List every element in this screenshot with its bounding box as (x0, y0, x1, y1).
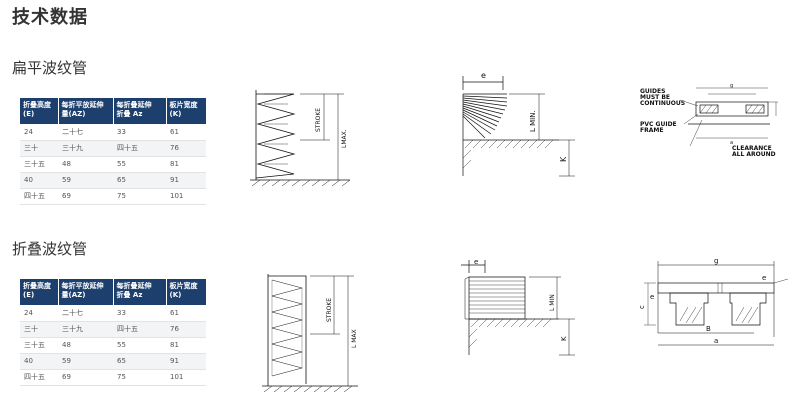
lmax-label: L MAX (351, 329, 358, 348)
table-cell: 101 (166, 188, 206, 205)
table-cell: 三十九 (58, 140, 113, 157)
a-label: a (714, 337, 718, 345)
table-row: 三十 三十九 四十五 76 (20, 321, 206, 338)
table-cell: 三十九 (58, 321, 113, 338)
table-cell: 40 (20, 353, 58, 370)
table-cell: 二十七 (58, 124, 113, 141)
spec-table-flat-bellows: 折叠高度 (E) 每折平放延伸 量(AZ) 每折叠延伸 折叠 Az 板片宽度 (… (20, 98, 207, 205)
e-side-label: e (650, 293, 654, 301)
table-cell: 四十五 (113, 321, 166, 338)
b-label: B (706, 325, 711, 333)
table-cell: 76 (166, 321, 206, 338)
stroke-label: STROKE (315, 108, 322, 132)
column-header: 板片宽度 (K) (166, 279, 207, 305)
table-cell: 33 (113, 124, 166, 141)
column-header: 每折平放延伸 量(AZ) (58, 279, 114, 305)
folded-bellows-stroke-diagram: STROKE L MAX (262, 274, 358, 393)
e-label: e (481, 71, 486, 80)
table-cell: 91 (166, 172, 206, 189)
table-cell: 75 (113, 369, 166, 386)
folded-bellows-frame-diagram: g e c e B a (638, 257, 789, 346)
table-cell: 61 (166, 124, 206, 141)
k-label: K (559, 156, 568, 162)
k-label: K (560, 336, 568, 341)
e-label: e (474, 258, 478, 266)
table-cell: 二十七 (58, 305, 113, 322)
table-cell: 三十五 (20, 337, 58, 354)
c-label: c (638, 305, 646, 309)
folded-bellows-compressed-diagram: e L MIN K (461, 258, 575, 356)
section-title-folded-bellows: 折叠波纹管 (12, 240, 88, 258)
column-header: 折叠高度 (E) (20, 279, 59, 305)
table-cell: 101 (166, 369, 206, 386)
column-header: 板片宽度 (K) (166, 98, 207, 124)
g-label: g (730, 83, 733, 89)
table-header-row: 折叠高度 (E) 每折平放延伸 量(AZ) 每折叠延伸 折叠 Az 板片宽度 (… (20, 279, 207, 305)
table-cell: 65 (113, 353, 166, 370)
table-cell: 三十 (20, 321, 58, 338)
table-cell: 69 (58, 188, 113, 205)
table-cell: 40 (20, 172, 58, 189)
table-row: 40 59 65 91 (20, 353, 206, 370)
column-header: 每折平放延伸 量(AZ) (58, 98, 114, 124)
table-cell: 65 (113, 172, 166, 189)
table-header-row: 折叠高度 (E) 每折平放延伸 量(AZ) 每折叠延伸 折叠 Az 板片宽度 (… (20, 98, 207, 124)
table-cell: 四十五 (20, 369, 58, 386)
table-cell: 81 (166, 337, 206, 354)
table-cell: 48 (58, 156, 113, 173)
table-cell: 三十 (20, 140, 58, 157)
page-title: 技术数据 (12, 7, 88, 28)
table-cell: 75 (113, 188, 166, 205)
table-cell: 59 (58, 353, 113, 370)
table-cell: 55 (113, 156, 166, 173)
table-row: 三十五 48 55 81 (20, 156, 206, 173)
table-row: 四十五 69 75 101 (20, 369, 206, 386)
flat-bellows-stroke-diagram: STROKE LMAX. (250, 90, 351, 187)
table-cell: 55 (113, 337, 166, 354)
table-cell: 三十五 (20, 156, 58, 173)
table-cell: 33 (113, 305, 166, 322)
table-cell: 61 (166, 305, 206, 322)
table-cell: 24 (20, 305, 58, 322)
table-cell: 48 (58, 337, 113, 354)
table-cell: 81 (166, 156, 206, 173)
lmax-label: LMAX. (341, 129, 348, 148)
column-header: 每折叠延伸 折叠 Az (113, 279, 167, 305)
table-cell: 91 (166, 353, 206, 370)
flat-bellows-compressed-diagram: e L MIN. K (462, 71, 575, 177)
lmin-label: L MIN. (529, 110, 537, 132)
table-cell: 四十五 (113, 140, 166, 157)
table-cell: 59 (58, 172, 113, 189)
table-cell: 76 (166, 140, 206, 157)
table-row: 24 二十七 33 61 (20, 305, 206, 322)
g-label: g (714, 257, 718, 265)
table-cell: 69 (58, 369, 113, 386)
section-title-flat-bellows: 扁平波纹管 (12, 59, 88, 77)
lmin-label: L MIN (549, 294, 556, 311)
column-header: 折叠高度 (E) (20, 98, 59, 124)
column-header: 每折叠延伸 折叠 Az (113, 98, 167, 124)
e-top-label: e (762, 274, 766, 282)
table-cell: 四十五 (20, 188, 58, 205)
table-row: 三十五 48 55 81 (20, 337, 206, 354)
stroke-label: STROKE (326, 298, 333, 322)
table-row: 三十 三十九 四十五 76 (20, 140, 206, 157)
a-label: a (730, 140, 733, 146)
table-cell: 24 (20, 124, 58, 141)
spec-table-folded-bellows: 折叠高度 (E) 每折平放延伸 量(AZ) 每折叠延伸 折叠 Az 板片宽度 (… (20, 279, 207, 386)
table-row: 四十五 69 75 101 (20, 188, 206, 205)
table-row: 24 二十七 33 61 (20, 124, 206, 141)
table-row: 40 59 65 91 (20, 172, 206, 189)
